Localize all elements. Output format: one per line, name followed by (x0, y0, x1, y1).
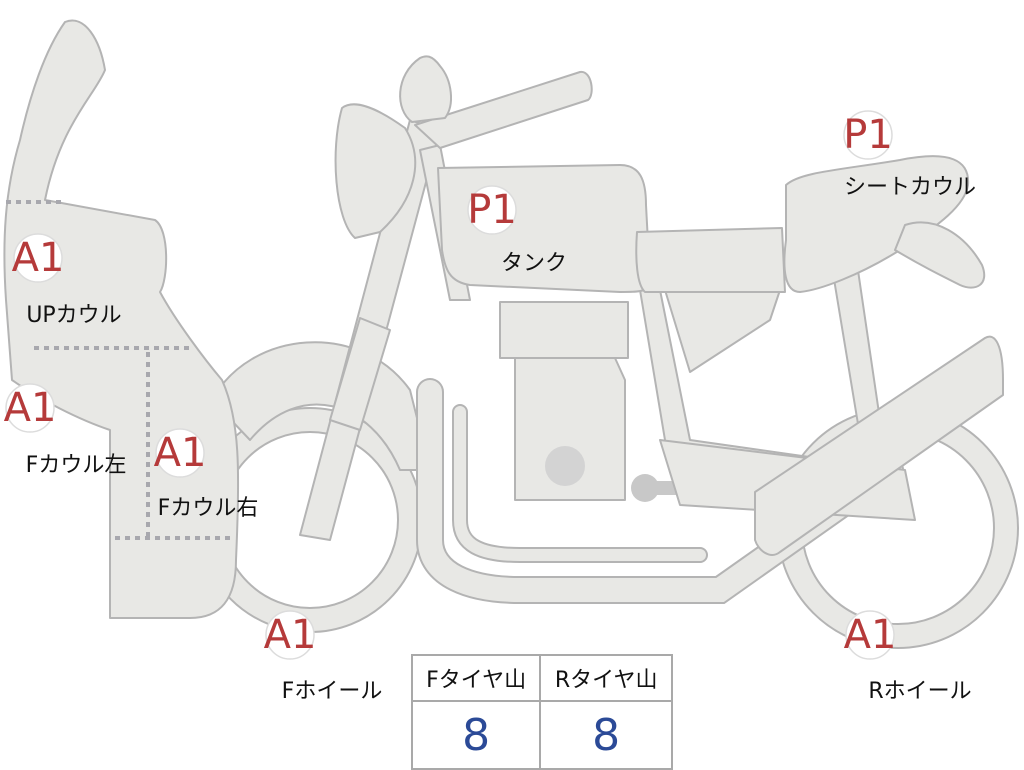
tank-grade: P1 (467, 187, 517, 233)
meter (399, 55, 452, 123)
f-cowl-left-label: Fカウル左 (26, 453, 127, 478)
up-cowl-grade: A1 (12, 235, 65, 281)
handlebar (414, 70, 593, 149)
rear-tread-header: Rタイヤ山 (539, 654, 673, 702)
r-wheel-grade: A1 (844, 612, 897, 658)
tank-label: タンク (501, 251, 567, 276)
r-wheel-label: Rホイール (868, 679, 971, 704)
muffler (754, 335, 1004, 556)
up-cowl-label: UPカウル (26, 303, 121, 328)
tail-piece (894, 221, 986, 289)
f-wheel-label: Fホイール (282, 679, 383, 704)
fork-cover (329, 317, 391, 431)
r-wheel-marker: A1 Rホイール (844, 610, 972, 704)
seat-cowl-label: シートカウル (844, 175, 976, 200)
f-wheel-marker: A1 Fホイール (264, 610, 383, 704)
frame-tubes (416, 378, 904, 604)
f-cowl-right-label: Fカウル右 (158, 496, 259, 521)
f-cowl-right-marker: A1 Fカウル右 (154, 428, 259, 521)
tank-marker: P1 タンク (467, 185, 567, 276)
f-wheel-grade: A1 (264, 612, 317, 658)
cowl-separators (6, 200, 235, 540)
f-cowl-right-grade: A1 (154, 430, 207, 476)
front-tread-header: Fタイヤ山 (410, 654, 542, 702)
headlight (334, 103, 417, 239)
seat (635, 227, 786, 293)
rear-tread-value: 8 (539, 700, 673, 770)
seat-cowl-grade: P1 (843, 112, 893, 158)
seat-cowl-panel (783, 155, 970, 293)
up-cowl-marker: A1 UPカウル (12, 233, 122, 328)
front-tread-value: 8 (410, 700, 542, 770)
seat-cowl-marker: P1 シートカウル (843, 110, 976, 200)
tire-tread-table: Fタイヤ山 Rタイヤ山 8 8 (410, 654, 673, 770)
f-cowl-left-grade: A1 (4, 385, 57, 431)
side-cover (664, 289, 781, 373)
f-cowl-left-marker: A1 Fカウル左 (4, 383, 127, 478)
